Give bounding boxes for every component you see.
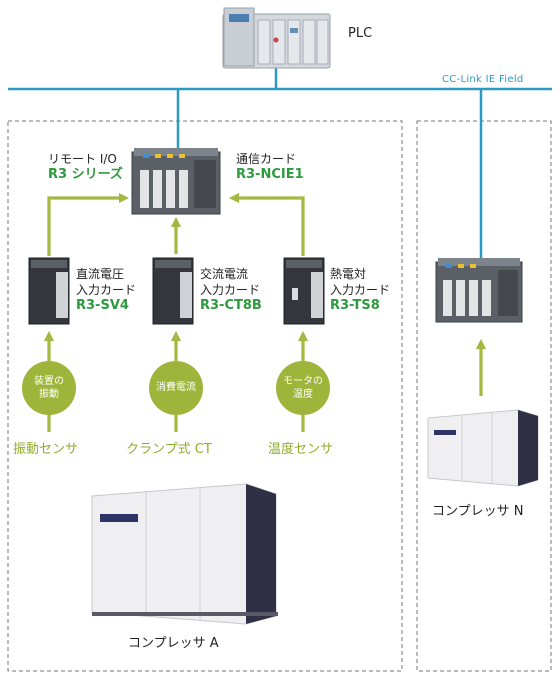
sensor-temperature: 温度センサ [268, 442, 334, 457]
remote-io-a [131, 148, 221, 215]
plc-label: PLC [348, 26, 373, 41]
card-ct8b-line2: 入力カード [200, 283, 261, 297]
compressor-a-unit [91, 483, 278, 625]
card-label-ts8: 熱電対 入力カード R3-TS8 [330, 266, 390, 314]
card-ct8b-code: R3-CT8B [200, 298, 262, 313]
sensor-vibration: 振動センサ [13, 442, 79, 457]
measure-temperature-line1: モータの [283, 376, 323, 387]
card-sv4-line2: 入力カード [76, 283, 137, 297]
arrow-sv4-to-remote [47, 192, 130, 256]
measure-vibration-line1: 装置の [34, 376, 64, 387]
measure-circle-vibration [22, 361, 76, 415]
sensor-clamp-ct: クランプ式 CT [126, 442, 212, 457]
measure-temperature-line2: 温度 [293, 389, 313, 400]
measure-circle-current [149, 361, 203, 415]
remote-name-line1: リモート I/O [48, 152, 117, 166]
compressor-n-unit [427, 409, 539, 487]
measure-current-line1: 消費電流 [156, 382, 196, 393]
comm-card-line1: 通信カード [236, 152, 297, 166]
remote-name: リモート I/O R3 シリーズ [48, 151, 123, 183]
measure-text-temperature: モータの 温度 [277, 375, 329, 401]
measure-text-vibration: 装置の 振動 [23, 375, 75, 401]
card-ts8-line2: 入力カード [330, 283, 391, 297]
site-a-frame [7, 120, 403, 672]
remote-io-n [435, 258, 523, 323]
compressor-a-label: コンプレッサ A [128, 636, 219, 651]
card-ts8-code: R3-TS8 [330, 298, 380, 313]
plc-device [222, 7, 331, 69]
comm-card-line2: R3-NCIE1 [236, 167, 304, 182]
card-r3-sv4-device [28, 257, 70, 325]
compressor-n-label: コンプレッサ N [432, 504, 524, 519]
card-label-sv4: 直流電圧 入力カード R3-SV4 [76, 266, 136, 314]
card-ts8-line1: 熱電対 [330, 267, 367, 281]
measure-vibration-line2: 振動 [39, 389, 59, 400]
comm-card-label: 通信カード R3-NCIE1 [236, 151, 304, 183]
arrow-ts8-to-remote [228, 192, 305, 256]
measure-circle-temperature [276, 361, 330, 415]
card-ct8b-line1: 交流電流 [200, 267, 249, 281]
remote-name-line2: R3 シリーズ [48, 167, 123, 182]
bus-label: CC-Link IE Field [442, 74, 524, 85]
card-r3-ct8b-device [152, 257, 194, 325]
card-sv4-code: R3-SV4 [76, 298, 129, 313]
measure-text-current: 消費電流 [150, 381, 202, 394]
card-label-ct8b: 交流電流 入力カード R3-CT8B [200, 266, 262, 314]
site-n-frame [416, 120, 552, 672]
card-sv4-line1: 直流電圧 [76, 267, 125, 281]
card-r3-ts8-device [283, 257, 325, 325]
